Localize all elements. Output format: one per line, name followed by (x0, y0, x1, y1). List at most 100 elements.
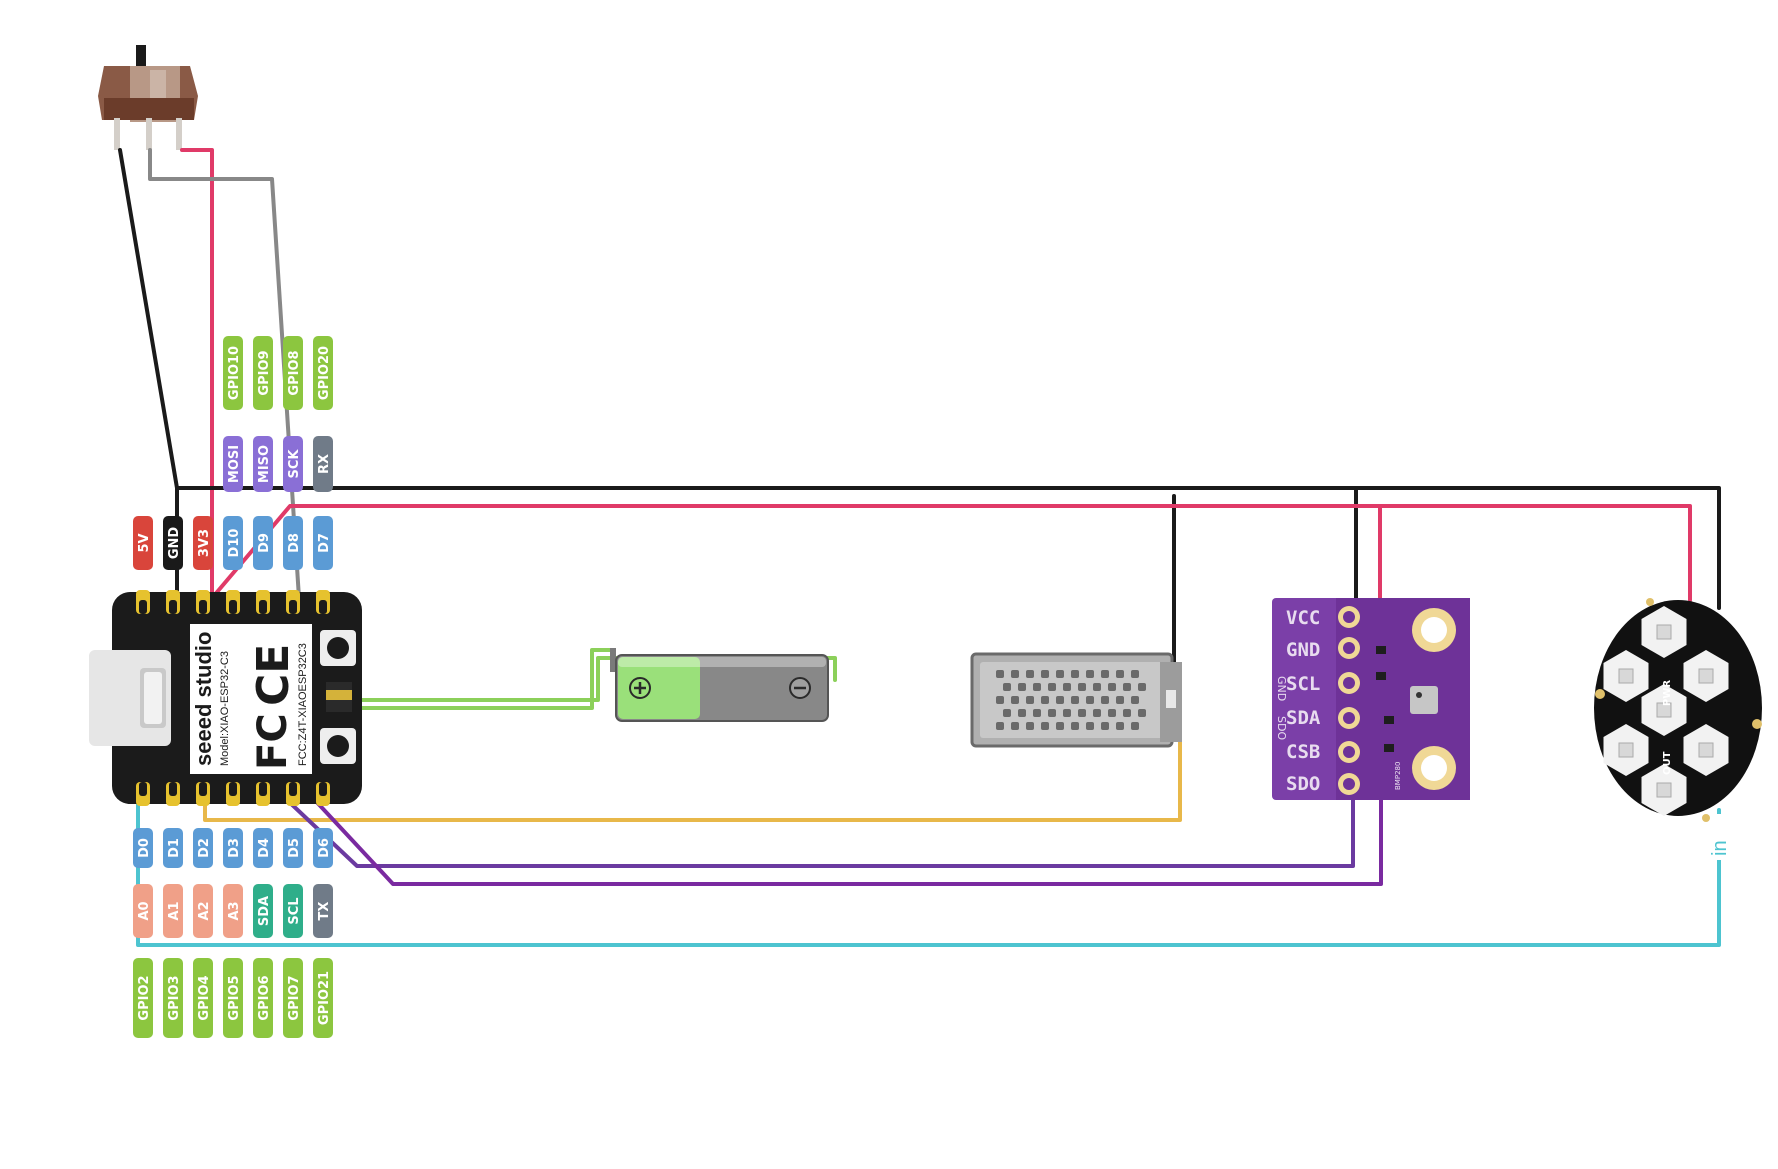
pin-label-top-3v3: 3V3 (193, 516, 213, 570)
pin-label-gpio2: GPIO2 (133, 958, 153, 1038)
pin-label-top-3v3-text: 3V3 (197, 529, 212, 557)
pin-label-d1-text: D1 (167, 838, 182, 858)
pin-label-rx: RX (313, 436, 333, 492)
pin-label-d5-text: D5 (287, 838, 302, 858)
pin-label-tx-text: TX (317, 902, 332, 921)
grille-hole (1086, 696, 1094, 704)
pin-label-top-5v: 5V (133, 516, 153, 570)
pin-label-gpio5-text: GPIO5 (227, 975, 242, 1020)
pin-label-a3-text: A3 (227, 901, 242, 920)
grille-hole (1011, 696, 1019, 704)
pin-label-a2-text: A2 (197, 901, 212, 920)
neo-pad-pwr: PWR (1662, 680, 1673, 706)
pin-label-gpio9: GPIO9 (253, 336, 273, 410)
grille-hole (1011, 722, 1019, 730)
grille-hole (1003, 683, 1011, 691)
grille-hole (1048, 709, 1056, 717)
grille-hole (1078, 683, 1086, 691)
bme280-module: VCC GND SCL SDA CSB SDO GND SDO BMP280 (1272, 598, 1470, 800)
grille-hole (1026, 696, 1034, 704)
sensor-chip (1410, 686, 1438, 714)
pin-label-d4-text: D4 (257, 838, 272, 858)
grille-hole (1033, 683, 1041, 691)
pin-label-gpio4: GPIO4 (193, 958, 213, 1038)
grille-hole (1071, 670, 1079, 678)
vibration-module (970, 652, 1182, 748)
pin-label-gpio6: GPIO6 (253, 958, 273, 1038)
pin-label-top-d7-text: D7 (317, 533, 332, 553)
grille-hole (1048, 683, 1056, 691)
pin-label-a1-text: A1 (167, 901, 182, 920)
pin-label-sck: SCK (283, 436, 303, 492)
led-3 (1683, 650, 1729, 702)
pin-label-d1: D1 (163, 828, 183, 868)
pin-label-gpio7-text: GPIO7 (287, 975, 302, 1020)
grille-hole (1116, 722, 1124, 730)
pin-label-top-d10-text: D10 (227, 529, 242, 558)
pin-label-gpio10-text: GPIO10 (227, 346, 242, 400)
led-7 (1641, 764, 1687, 816)
pin-label-d2: D2 (193, 828, 213, 868)
pin-label-sda-text: SDA (257, 896, 272, 926)
pin-label-top-gnd-text: GND (167, 527, 182, 560)
bme-side-gnd: GND (1275, 676, 1288, 701)
grille-hole (1131, 722, 1139, 730)
pin-label-a3: A3 (223, 884, 243, 938)
grille-hole (1093, 683, 1101, 691)
grille-hole (1063, 709, 1071, 717)
pin-label-scl: SCL (283, 884, 303, 938)
pin-label-gpio21: GPIO21 (313, 958, 333, 1038)
pin-label-gpio3: GPIO3 (163, 958, 183, 1038)
neopixel-jewel: PWR OUT in (1594, 598, 1762, 860)
pin-label-gpio8: GPIO8 (283, 336, 303, 410)
speaker-grille (996, 670, 1146, 730)
grille-hole (1138, 709, 1146, 717)
pin-label-gpio7: GPIO7 (283, 958, 303, 1038)
bme-pin-scl: SCL (1286, 673, 1320, 695)
pin-label-gpio2-text: GPIO2 (137, 975, 152, 1020)
grille-hole (1116, 670, 1124, 678)
pin-label-mosi-text: MOSI (227, 445, 242, 483)
bme-side-sdo: SDO (1275, 716, 1288, 740)
wire-sw-3v3 (180, 148, 214, 600)
pin-label-top-d10: D10 (223, 516, 243, 570)
pin-label-gpio9-text: GPIO9 (257, 350, 272, 395)
pin-label-gpio10: GPIO10 (223, 336, 243, 410)
pin-label-a0: A0 (133, 884, 153, 938)
pin-label-sda: SDA (253, 884, 273, 938)
grille-hole (1056, 696, 1064, 704)
ce-mark: CE (248, 644, 299, 706)
grille-hole (1026, 670, 1034, 678)
pin-label-top-d8: D8 (283, 516, 303, 570)
grille-hole (1033, 709, 1041, 717)
grille-hole (1101, 722, 1109, 730)
grille-hole (1093, 709, 1101, 717)
pin-label-miso-text: MISO (257, 445, 272, 483)
pin-label-gpio20-text: GPIO20 (317, 346, 332, 400)
led-2 (1603, 650, 1649, 702)
pin-label-d4: D4 (253, 828, 273, 868)
grille-hole (1041, 670, 1049, 678)
grille-hole (1101, 670, 1109, 678)
led-6 (1683, 724, 1729, 776)
led-1 (1641, 606, 1687, 658)
pin-label-d0-text: D0 (137, 838, 152, 858)
grille-hole (1123, 709, 1131, 717)
pin-label-d0: D0 (133, 828, 153, 868)
pin-label-top-5v-text: 5V (137, 533, 152, 552)
pin-label-a2: A2 (193, 884, 213, 938)
slide-switch (98, 45, 198, 150)
pin-label-rx-text: RX (317, 454, 332, 474)
wire-gnd-bus (175, 486, 1721, 610)
grille-hole (1078, 709, 1086, 717)
grille-hole (1086, 670, 1094, 678)
pin-label-gpio8-text: GPIO8 (287, 350, 302, 395)
neo-in-label: in (1709, 840, 1731, 856)
grille-hole (996, 696, 1004, 704)
bme-pin-csb: CSB (1286, 741, 1320, 763)
pin-label-a1: A1 (163, 884, 183, 938)
pin-label-d3-text: D3 (227, 838, 242, 858)
pin-label-mosi: MOSI (223, 436, 243, 492)
grille-hole (1071, 696, 1079, 704)
